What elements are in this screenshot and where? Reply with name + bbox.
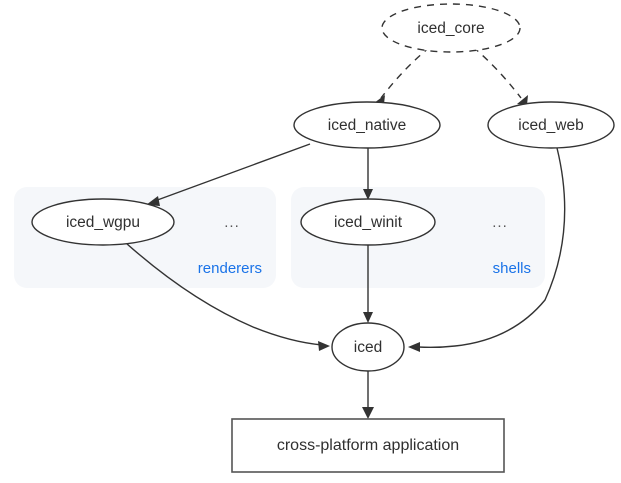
node-iced-native[interactable]: iced_native <box>293 101 441 149</box>
arrowhead-iced-native-to-iced-winit <box>363 189 373 200</box>
edge-iced-native-to-iced-wgpu <box>151 143 311 203</box>
node-iced-web-label: iced_web <box>518 117 584 134</box>
node-iced[interactable]: iced <box>331 322 405 372</box>
arrowhead-iced-web-to-iced <box>408 342 420 352</box>
node-iced-wgpu-label: iced_wgpu <box>66 214 140 231</box>
node-iced-native-label: iced_native <box>328 117 406 134</box>
group-label-renderers: renderers <box>198 260 262 277</box>
node-iced-label: iced <box>354 339 382 356</box>
node-iced-winit[interactable]: iced_winit <box>300 198 436 246</box>
ellipsis-renderers-more: ... <box>224 214 240 231</box>
node-iced-web[interactable]: iced_web <box>487 101 615 149</box>
node-iced-winit-label: iced_winit <box>334 214 403 231</box>
edge-iced-core-to-iced-web <box>472 46 522 99</box>
node-iced-core-label: iced_core <box>417 20 484 37</box>
arrowhead-iced-native-to-iced-wgpu <box>146 196 160 206</box>
node-iced-wgpu-shape <box>31 198 175 246</box>
edge-iced-web-to-iced <box>417 147 566 349</box>
arrowhead-iced-wgpu-to-iced <box>318 341 330 351</box>
ellipsis-shells-more: ... <box>492 214 508 231</box>
arrowhead-iced-to-application <box>362 407 374 419</box>
edge-iced-wgpu-to-iced <box>125 242 323 346</box>
node-iced-core-shape <box>381 3 521 53</box>
node-application-label: cross-platform application <box>277 437 459 454</box>
edge-iced-core-to-iced-native <box>380 46 431 99</box>
node-iced-winit-shape <box>300 198 436 246</box>
node-iced-core[interactable]: iced_core <box>381 3 521 53</box>
node-application[interactable]: cross-platform application <box>231 418 505 473</box>
node-iced-shape <box>331 322 405 372</box>
group-label-shells: shells <box>493 260 531 277</box>
arrowhead-iced-winit-to-iced <box>363 312 373 323</box>
node-iced-wgpu[interactable]: iced_wgpu <box>31 198 175 246</box>
arrowhead-iced-core-to-iced-web <box>517 95 528 105</box>
node-iced-web-shape <box>487 101 615 149</box>
node-iced-native-shape <box>293 101 441 149</box>
node-application-shape <box>231 418 505 473</box>
